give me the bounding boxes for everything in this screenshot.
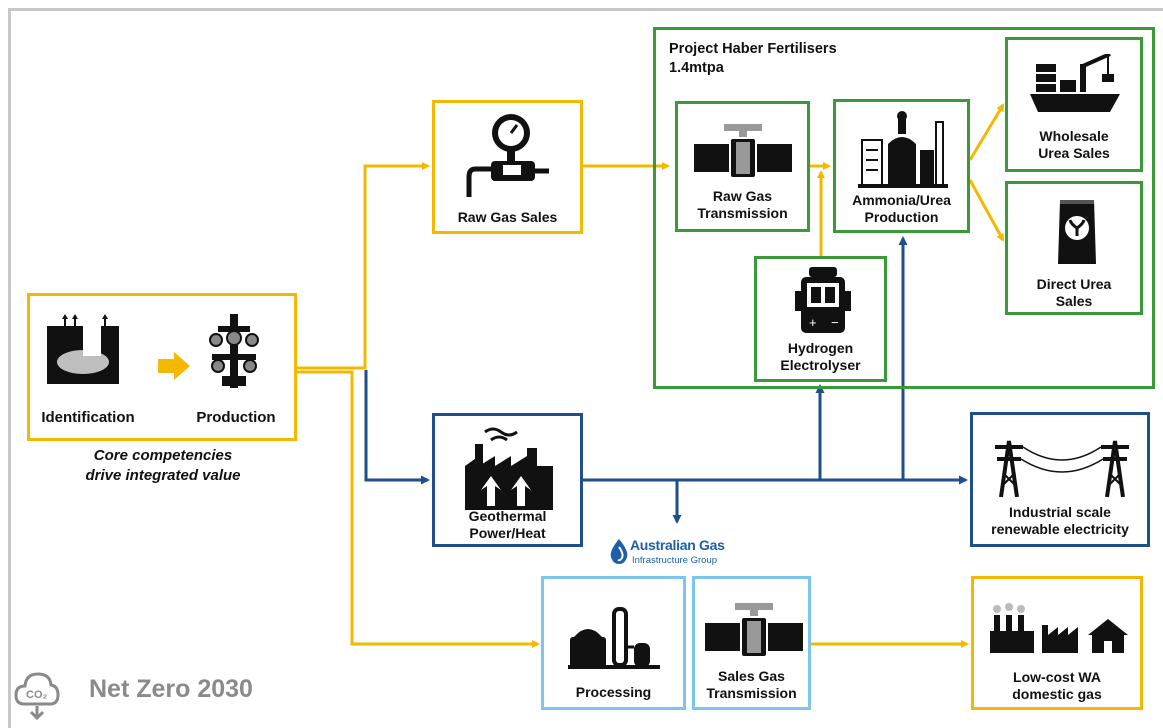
domestic-gas-box: Low-cost WA domestic gas — [971, 576, 1143, 710]
geothermal-power-box: Geothermal Power/Heat — [432, 413, 583, 547]
co2-symbol: CO₂ — [26, 689, 48, 701]
link-ammonia-to-direct — [968, 179, 1005, 242]
industrial-electricity-box: Industrial scale renewable electricity — [970, 412, 1150, 547]
ammonia-urea-production-label: Ammonia/Urea Production — [852, 192, 951, 225]
sales-gas-transmission-label: Sales Gas Transmission — [706, 668, 797, 701]
project-title: Project Haber Fertilisers 1.4mtpa — [669, 41, 837, 76]
arrow-right-icon — [158, 352, 190, 380]
net-zero-title: Net Zero 2030 — [89, 675, 253, 703]
co2-cloud-icon: CO₂ — [14, 672, 60, 720]
processing-plant-icon — [568, 607, 660, 669]
electrolyser-icon: + − — [795, 267, 851, 333]
agig-logo-icon — [610, 539, 628, 564]
core-competencies-box: Identification Production — [27, 293, 297, 441]
raw-gas-sales-label: Raw Gas Sales — [457, 209, 558, 225]
identification-label: Identification — [41, 409, 135, 426]
agig-subtitle: Infrastructure Group — [632, 555, 718, 566]
wellhead-icon — [209, 314, 259, 388]
reservoir-icon — [47, 314, 119, 384]
geothermal-label: Geothermal Power/Heat — [468, 508, 547, 541]
fertiliser-bag-icon — [1058, 200, 1096, 264]
gas-meter-icon — [466, 114, 549, 197]
svg-text:+: + — [809, 315, 817, 330]
sales-gas-transmission-box: Sales Gas Transmission — [692, 576, 811, 710]
project-haber-frame — [653, 27, 1155, 389]
hydrogen-electrolyser-label: Hydrogen Electrolyser — [780, 340, 861, 373]
pipeline-valve-icon — [705, 603, 803, 658]
link-core-to-geothermal — [364, 370, 430, 485]
direct-urea-sales-box: Direct Urea Sales — [1005, 181, 1143, 315]
raw-gas-sales-box: Raw Gas Sales — [432, 100, 583, 234]
wholesale-urea-sales-box: Wholesale Urea Sales — [1005, 37, 1143, 172]
processing-box: Processing — [541, 576, 686, 710]
link-ammonia-to-wholesale — [968, 103, 1005, 161]
processing-label: Processing — [575, 684, 652, 700]
direct-urea-sales-label: Direct Urea Sales — [1036, 276, 1112, 309]
raw-gas-transmission-box: Raw Gas Transmission — [675, 101, 810, 232]
industrial-electricity-label: Industrial scale renewable electricity — [991, 504, 1129, 537]
core-tagline: Core competencies drive integrated value — [85, 447, 241, 484]
raw-gas-transmission-label: Raw Gas Transmission — [697, 188, 788, 221]
pipeline-valve-icon — [694, 124, 792, 179]
agig-name: Australian Gas — [630, 537, 725, 553]
hydrogen-electrolyser-box: + − Hydrogen Electrolyser — [754, 256, 887, 382]
wholesale-urea-sales-label: Wholesale Urea Sales — [1038, 128, 1110, 161]
ammonia-urea-production-box: Ammonia/Urea Production — [833, 99, 970, 233]
domestic-gas-label: Low-cost WA domestic gas — [1012, 669, 1102, 702]
outer-frame — [8, 8, 1163, 728]
link-core-to-processing — [297, 370, 540, 648]
svg-text:−: − — [831, 315, 839, 330]
power-pylons-icon — [995, 440, 1129, 497]
chemical-plant-icon — [858, 111, 948, 188]
cargo-ship-icon — [1030, 54, 1120, 112]
production-label: Production — [196, 409, 276, 426]
link-core-to-rawgassales — [297, 162, 430, 370]
geothermal-factory-icon — [465, 427, 553, 510]
factories-house-icon — [990, 603, 1128, 653]
